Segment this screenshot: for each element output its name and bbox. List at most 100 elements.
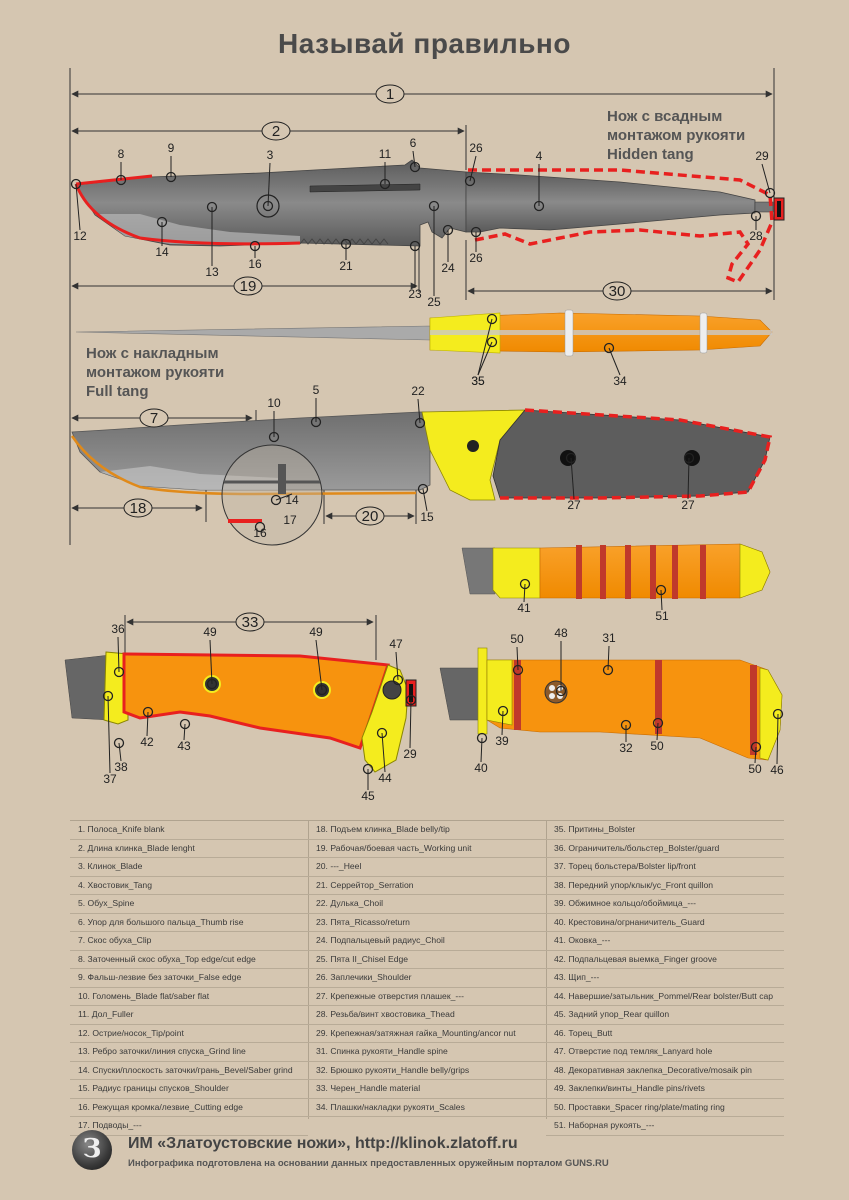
- legend-item: 13. Ребро заточки/линия спуска_Grind lin…: [70, 1043, 308, 1062]
- callout-leader: [656, 722, 659, 741]
- callout-marker: [113, 737, 125, 749]
- callout-number: 45: [361, 789, 375, 803]
- callout-number: 38: [114, 760, 128, 774]
- callout-number: 12: [73, 229, 87, 243]
- callout-marker: [70, 178, 82, 190]
- legend-item: 22. Дулька_Choil: [308, 895, 546, 914]
- fuller: [309, 183, 421, 193]
- callout-leader: [381, 732, 386, 773]
- dimension-number: 20: [362, 508, 379, 525]
- callout-number: 26: [469, 141, 483, 155]
- legend-item: 32. Брюшко рукояти_Handle belly/grips: [308, 1062, 546, 1080]
- full-tang-title-1: Нож с накладным: [86, 345, 219, 362]
- legend-item: 6. Упор для большого пальца_Thumb rise: [70, 914, 308, 932]
- callout-number: 46: [770, 763, 784, 777]
- legend-item: 51. Наборная рукоять_---: [546, 1117, 784, 1136]
- callout-number: 16: [248, 257, 262, 271]
- callout-number: 13: [205, 265, 219, 279]
- legend-item: 40. Крестовина/огрнаничитель_Guard: [546, 914, 784, 932]
- legend-item: 15. Радиус границы спусков_Shoulder: [70, 1080, 308, 1099]
- callout-leader: [516, 646, 519, 671]
- callout-marker: [115, 174, 127, 186]
- legend-item: 38. Передний упор/клык/ус_Front quillon: [546, 877, 784, 895]
- callout-leader: [570, 457, 575, 500]
- callout-number: 32: [619, 741, 633, 755]
- legend-item: 4. Хвостовик_Tang: [70, 877, 308, 895]
- legend-item: 10. Голомень_Blade flat/saber flat: [70, 988, 308, 1006]
- callout-number: 51: [655, 609, 669, 623]
- legend-item: 12. Острие/носок_Tip/point: [70, 1025, 308, 1043]
- dimension-number: 7: [150, 410, 158, 427]
- callout-marker: [113, 666, 125, 678]
- callout-marker: [750, 210, 762, 222]
- callout-leader: [267, 162, 271, 207]
- callout-number: 22: [411, 384, 425, 398]
- legend-item: 5. Обух_Spine: [70, 895, 308, 914]
- callout-marker: [764, 187, 776, 199]
- callout-number: 14: [285, 493, 299, 507]
- callout-marker: [156, 216, 168, 228]
- dimension-number: 30: [609, 283, 626, 300]
- callout-number: 36: [111, 622, 125, 636]
- callout-leader: [477, 341, 493, 376]
- legend-item: 42. Подпальцевая выемка_Finger groove: [546, 951, 784, 969]
- callout-marker: [206, 201, 218, 213]
- callout-leader: [477, 318, 493, 376]
- legend-item: 36. Ограничитель/больстер_Bolster/guard: [546, 840, 784, 858]
- dimension-badge: [375, 84, 405, 104]
- callout-marker: [497, 705, 509, 717]
- stacked-handle-knife: [461, 543, 771, 599]
- legend-item: 21. Серрейтор_Serration: [308, 877, 546, 895]
- callout-marker: [268, 431, 280, 443]
- footer-company-link[interactable]: ИМ «Златоустовские ножи», http://klinok.…: [128, 1135, 518, 1152]
- legend-item: 20. ---_Heel: [308, 858, 546, 877]
- company-logo: З: [72, 1130, 112, 1170]
- callout-number: 21: [339, 259, 353, 273]
- callout-marker: [409, 161, 421, 173]
- callout-marker: [486, 313, 498, 325]
- hidden-tang-title-2: монтажом рукояти: [607, 127, 745, 144]
- callout-leader: [209, 639, 213, 685]
- legend-item: 17. Подводы_---: [70, 1117, 308, 1136]
- full-tang-title-2: монтажом рукояти: [86, 364, 224, 381]
- callout-number: 50: [748, 762, 762, 776]
- dimension-badge: [602, 281, 632, 301]
- dimension-badge: [235, 612, 265, 632]
- full-tang-knife: [70, 408, 773, 546]
- legend-item: 44. Навершие/затыльник_Pommel/Rear bolst…: [546, 988, 784, 1006]
- callout-number: 24: [441, 261, 455, 275]
- guard: [477, 647, 488, 735]
- legend-item: 31. Спинка рукояти_Handle spine: [308, 1043, 546, 1062]
- callout-marker: [379, 178, 391, 190]
- dimension-number: 2: [272, 123, 280, 140]
- callout-marker: [417, 483, 429, 495]
- callout-marker: [519, 578, 531, 590]
- callout-marker: [512, 664, 524, 676]
- full-tang-title-3: Full tang: [86, 383, 149, 400]
- knife-anatomy-diagram: Нож с всадным монтажом рукояти Hidden ta…: [64, 68, 785, 803]
- callout-leader: [183, 723, 186, 741]
- legend-item: 16. Режущая кромка/лезвие_Cutting edge: [70, 1099, 308, 1117]
- legend-item: 18. Подъем клинка_Blade belly/tip: [308, 821, 546, 840]
- callout-marker: [442, 224, 454, 236]
- callout-number: 35: [471, 374, 485, 388]
- callout-number: 6: [410, 136, 417, 150]
- callout-marker: [316, 684, 328, 696]
- callout-number: 29: [755, 149, 769, 163]
- legend-item: 39. Обжимное кольцо/обоймица_---: [546, 895, 784, 914]
- scale-hole: [560, 450, 576, 466]
- guard-handle-knife: [439, 647, 783, 761]
- callout-number: 40: [474, 761, 488, 775]
- callout-number: 35: [471, 374, 485, 388]
- callout-marker: [683, 452, 695, 464]
- callout-leader: [412, 150, 416, 168]
- callout-marker: [620, 719, 632, 731]
- dimension-number: 33: [242, 614, 259, 631]
- callout-marker: [428, 200, 440, 212]
- callout-number: 41: [517, 601, 531, 615]
- callout-number: 25: [427, 295, 441, 309]
- callout-marker: [362, 763, 374, 775]
